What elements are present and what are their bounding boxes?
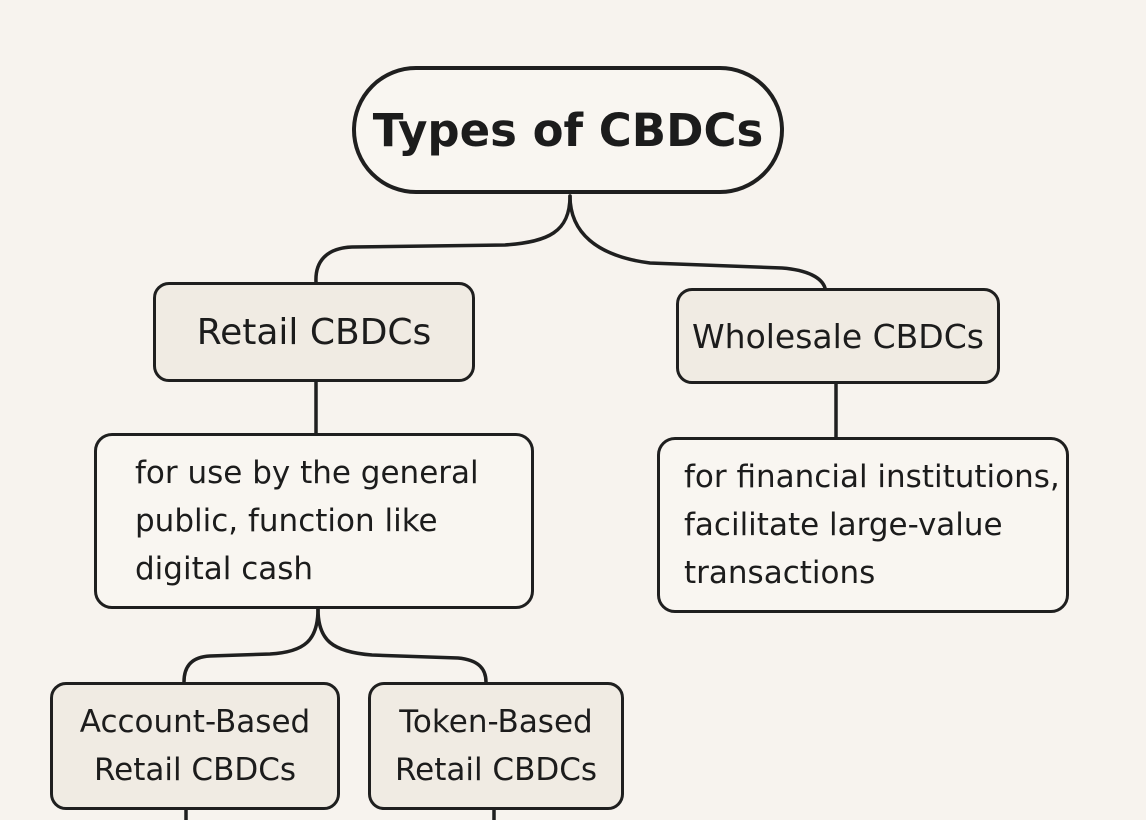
account-based-label-line: Account-Based bbox=[79, 704, 311, 740]
retail-description-node: for use by the general public, function … bbox=[94, 433, 534, 609]
root-node: Types of CBDCs bbox=[352, 66, 784, 194]
wholesale-description-line: facilitate large-value bbox=[684, 507, 1003, 543]
retail-cbdcs-node: Retail CBDCs bbox=[153, 282, 475, 382]
root-title: Types of CBDCs bbox=[372, 103, 764, 157]
wholesale-description-node: for financial institutions, facilitate l… bbox=[657, 437, 1069, 613]
wholesale-description-line: for financial institutions, bbox=[684, 459, 1060, 495]
token-based-label-line: Token-Based bbox=[399, 704, 593, 740]
description-to-token-based-connector bbox=[316, 607, 488, 684]
wholesale-description-line: transactions bbox=[684, 555, 876, 591]
wholesale-cbdcs-label: Wholesale CBDCs bbox=[692, 316, 984, 356]
retail-description-line: public, function like bbox=[135, 503, 438, 539]
root-to-retail-connector bbox=[314, 194, 572, 284]
retail-cbdcs-label: Retail CBDCs bbox=[196, 311, 432, 353]
description-to-account-based-connector bbox=[182, 607, 320, 684]
token-based-label-line: Retail CBDCs bbox=[394, 752, 598, 788]
retail-description-line: for use by the general bbox=[135, 455, 479, 491]
account-based-retail-node: Account-Based Retail CBDCs bbox=[50, 682, 340, 810]
account-based-label-line: Retail CBDCs bbox=[93, 752, 296, 788]
retail-description-line: digital cash bbox=[135, 551, 314, 587]
root-to-wholesale-connector bbox=[568, 194, 827, 290]
token-based-retail-node: Token-Based Retail CBDCs bbox=[368, 682, 624, 810]
wholesale-cbdcs-node: Wholesale CBDCs bbox=[676, 288, 1000, 384]
